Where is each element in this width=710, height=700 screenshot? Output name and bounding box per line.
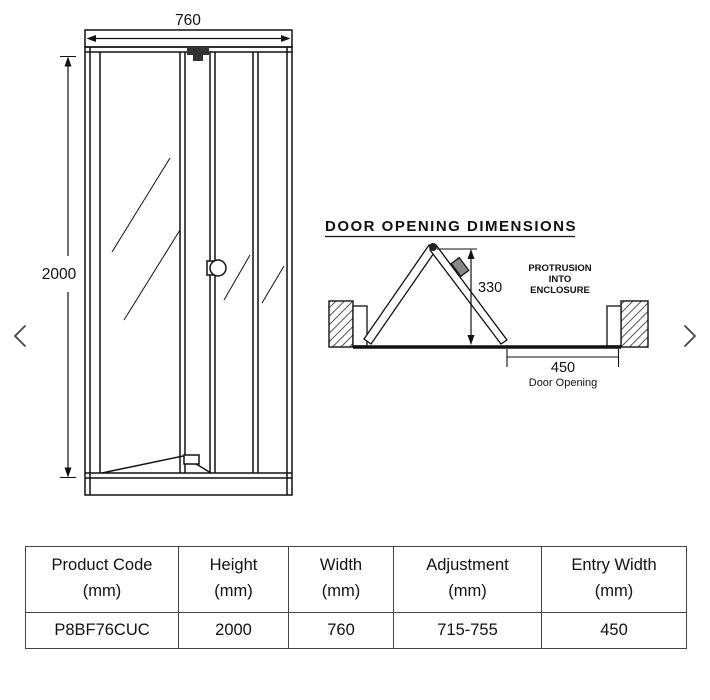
height-dimension: 2000 bbox=[42, 56, 77, 478]
door-knob bbox=[209, 259, 227, 277]
top-pivot-block bbox=[187, 47, 209, 55]
height-dimension-label: 2000 bbox=[42, 266, 77, 283]
header-unit: (mm) bbox=[594, 581, 634, 600]
header-title: Adjustment bbox=[426, 556, 509, 574]
carousel-next-button[interactable] bbox=[678, 320, 702, 352]
bottom-fold-guide bbox=[101, 455, 212, 474]
cell-width: 760 bbox=[288, 612, 394, 650]
opening-dimension-label: 450 bbox=[551, 360, 575, 376]
carousel-prev-button[interactable] bbox=[8, 320, 32, 352]
header-unit: (mm) bbox=[82, 581, 122, 600]
header-title: Height bbox=[209, 556, 258, 574]
front-elevation-drawing bbox=[84, 29, 293, 496]
plan-view-title: DOOR OPENING DIMENSIONS bbox=[325, 218, 577, 235]
header-title: Entry Width bbox=[571, 556, 657, 574]
cell-height: 2000 bbox=[178, 612, 289, 650]
header-unit: (mm) bbox=[214, 581, 253, 600]
header-unit: (mm) bbox=[321, 581, 361, 600]
spec-table-data-row: P8BF76CUC 2000 760 715-755 450 bbox=[25, 612, 687, 650]
width-dimension: 760 bbox=[86, 12, 291, 42]
cell-product-code: P8BF76CUC bbox=[25, 612, 179, 650]
protrusion-note-line3: ENCLOSURE bbox=[530, 285, 590, 296]
fold-hinge bbox=[429, 243, 437, 251]
right-wall-section bbox=[620, 300, 649, 348]
chevron-right-icon bbox=[684, 325, 696, 347]
product-diagram: 760 2000 DOOR OPENING DIMENSIONS bbox=[42, 12, 649, 496]
header-product-code: Product Code (mm) bbox=[25, 545, 179, 614]
left-wall-section bbox=[328, 300, 354, 348]
door-frame bbox=[84, 46, 293, 496]
header-adjustment: Adjustment (mm) bbox=[393, 545, 542, 614]
folding-panel-left bbox=[363, 244, 437, 345]
cell-adjustment: 715-755 bbox=[393, 612, 542, 650]
width-dimension-label: 760 bbox=[175, 12, 201, 29]
spec-table: Product Code (mm) Height (mm) Width (mm)… bbox=[25, 545, 687, 650]
spec-table-header-row: Product Code (mm) Height (mm) Width (mm)… bbox=[25, 545, 687, 614]
chevron-left-icon bbox=[14, 325, 26, 347]
header-entry-width: Entry Width (mm) bbox=[541, 545, 687, 614]
plan-view-drawing: DOOR OPENING DIMENSIONS 330 PROTRUSION bbox=[325, 218, 649, 389]
header-title: Width bbox=[319, 556, 363, 574]
protrusion-dimension-label: 330 bbox=[478, 280, 502, 296]
header-width: Width (mm) bbox=[288, 545, 394, 614]
header-height: Height (mm) bbox=[178, 545, 289, 614]
protrusion-note-line1: PROTRUSION bbox=[528, 263, 591, 274]
opening-caption: Door Opening bbox=[529, 377, 598, 389]
header-unit: (mm) bbox=[448, 581, 487, 600]
glass-reflection-lines bbox=[111, 157, 285, 321]
protrusion-note-line2: INTO bbox=[549, 274, 572, 285]
right-wall-profile bbox=[606, 305, 622, 347]
cell-entry-width: 450 bbox=[541, 612, 687, 650]
header-title: Product Code bbox=[51, 556, 153, 574]
plan-door-knob bbox=[450, 256, 470, 278]
